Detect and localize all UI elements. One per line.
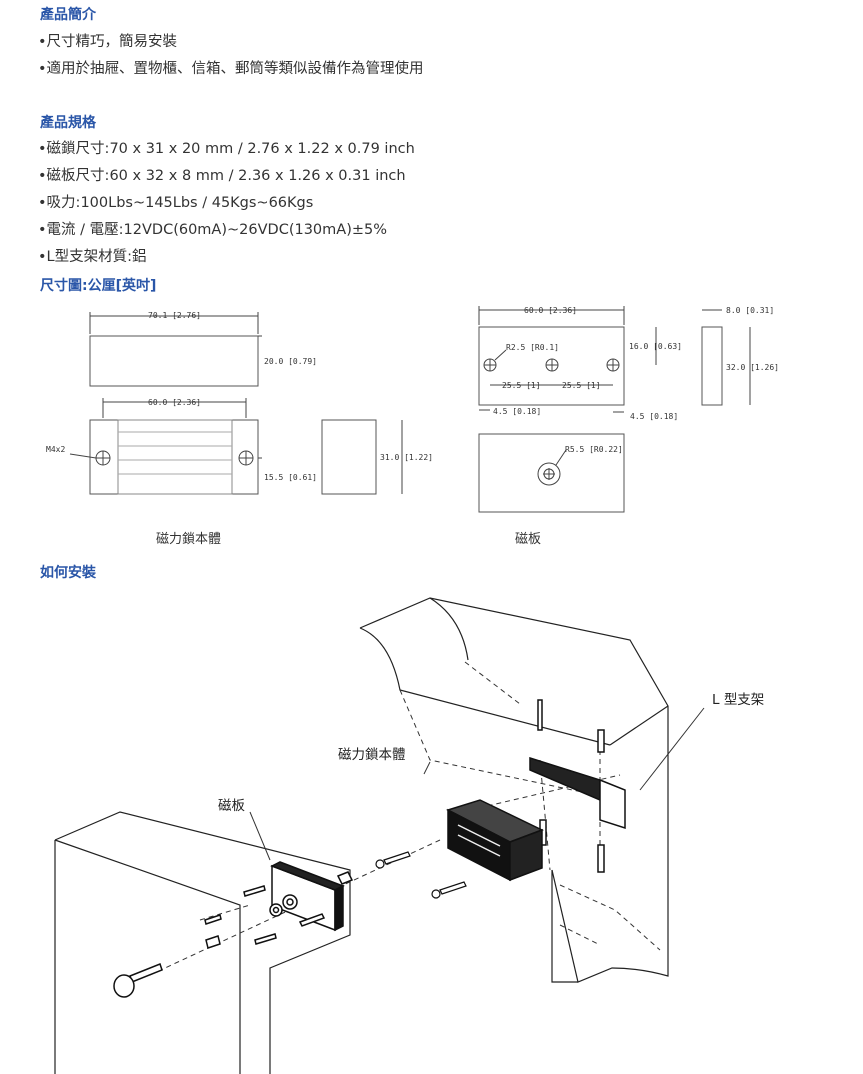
dim-plate-radius: R2.5 [R0.1]: [506, 343, 559, 352]
dim-body-depth: 31.0 [1.22]: [380, 453, 433, 462]
dimension-title: 尺寸圖:公厘[英吋]: [40, 278, 157, 294]
dim-screw: M4x2: [46, 445, 65, 454]
caption-plate: 磁板: [515, 532, 541, 547]
spec-item: •電流 / 電壓:12VDC(60mA)~26VDC(130mA)±5%: [38, 222, 388, 238]
dim-plate-edge-a: 4.5 [0.18]: [493, 407, 541, 416]
label-body: 磁力鎖本體: [338, 747, 406, 763]
dim-plate-span-a: 25.5 [1]: [502, 381, 541, 390]
dim-plate-length: 60.0 [2.36]: [524, 306, 577, 315]
install-title: 如何安裝: [40, 565, 96, 581]
dim-plate-height: 32.0 [1.26]: [726, 363, 779, 372]
spec-item: •磁板尺寸:60 x 32 x 8 mm / 2.36 x 1.26 x 0.3…: [38, 168, 406, 184]
dim-plate-center-radius: R5.5 [R0.22]: [565, 445, 623, 454]
dim-plate-thickness: 8.0 [0.31]: [726, 306, 774, 315]
dim-body-length: 70.1 [2.76]: [148, 311, 201, 320]
intro-item: •適用於抽屜、置物櫃、信箱、郵筒等類似設備作為管理使用: [38, 61, 424, 77]
dim-body-height: 20.0 [0.79]: [264, 357, 317, 366]
intro-item: •尺寸精巧，簡易安裝: [38, 34, 178, 50]
spec-item: •磁鎖尺寸:70 x 31 x 20 mm / 2.76 x 1.22 x 0.…: [38, 141, 415, 157]
dim-body-hole-span: 60.0 [2.36]: [148, 398, 201, 407]
dim-plate-span-b: 25.5 [1]: [562, 381, 601, 390]
dimension-drawing: 70.1 [2.76] 20.0 [0.79] 60.0 [2.36] M4x2…: [46, 306, 779, 547]
dim-plate-edge-b: 4.5 [0.18]: [630, 412, 678, 421]
caption-body: 磁力鎖本體: [156, 531, 221, 547]
intro-title: 產品簡介: [40, 7, 96, 23]
label-bracket: L 型支架: [712, 692, 764, 708]
specs-title: 產品規格: [40, 115, 96, 131]
spec-item: •吸力:100Lbs~145Lbs / 45Kgs~66Kgs: [38, 195, 314, 211]
spec-item: •L型支架材質:鋁: [38, 249, 147, 265]
label-plate: 磁板: [218, 798, 245, 814]
dim-plate-hole-offset: 16.0 [0.63]: [629, 342, 682, 351]
dim-body-hole-offset: 15.5 [0.61]: [264, 473, 317, 482]
